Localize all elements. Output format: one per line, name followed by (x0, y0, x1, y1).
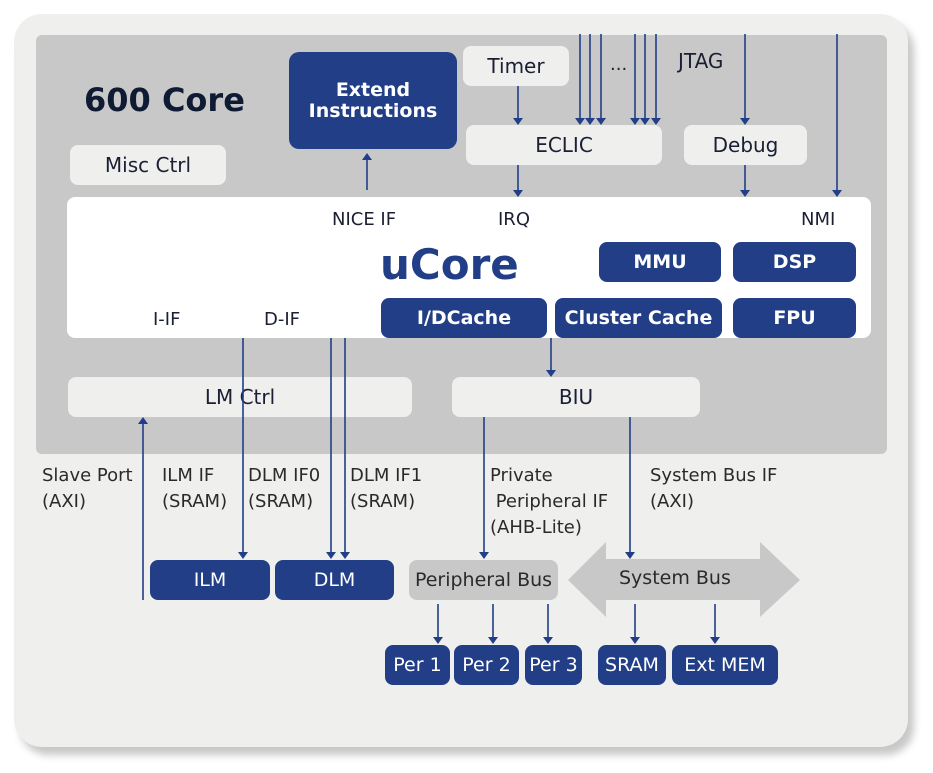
ucore-title: uCore (380, 240, 519, 289)
arrowhead (362, 153, 372, 160)
nice-if-label: NICE IF (332, 209, 397, 230)
arrowhead (596, 118, 606, 125)
arrowhead (513, 190, 523, 197)
i-if-label: I-IF (153, 309, 181, 330)
core-title: 600 Core (84, 81, 245, 119)
arrowhead (630, 118, 640, 125)
arrowhead (488, 637, 498, 644)
arrowhead (630, 637, 640, 644)
d-if-label: D-IF (264, 309, 301, 330)
dlm-block: DLM (275, 560, 394, 600)
private-peripheral-if-label: Private Peripheral IF (AHB-Lite) (490, 465, 609, 538)
extend-instructions-block: Extend Instructions (289, 52, 457, 149)
arrowhead (575, 118, 585, 125)
arrowhead (543, 637, 553, 644)
arrowhead (740, 118, 750, 125)
arrowhead (546, 370, 556, 377)
arrowhead (740, 190, 750, 197)
per3-block: Per 3 (525, 645, 582, 685)
dlm-if0-label: DLM IF0 (SRAM) (248, 465, 321, 512)
arrowhead (479, 552, 489, 559)
per1-block: Per 1 (385, 645, 450, 685)
arrowhead (238, 552, 248, 559)
biu-block: BIU (452, 377, 700, 417)
arrowhead (433, 637, 443, 644)
slave-port-label: Slave Port (AXI) (42, 465, 133, 512)
irq-label: IRQ (498, 209, 530, 230)
arrowhead (640, 118, 650, 125)
peripheral-bus-block: Peripheral Bus (409, 560, 558, 600)
timer-block: Timer (463, 46, 569, 86)
dlm-if1-label: DLM IF1 (SRAM) (350, 465, 423, 512)
arrowhead (138, 417, 148, 424)
ellipsis-label: ... (610, 54, 628, 75)
arrowhead (513, 118, 523, 125)
arrowhead (326, 552, 336, 559)
misc-ctrl-block: Misc Ctrl (70, 145, 226, 185)
nmi-label: NMI (801, 209, 836, 230)
debug-block: Debug (684, 125, 807, 165)
system-bus-if-label: System Bus IF (AXI) (650, 465, 778, 512)
system-bus-label: System Bus (619, 567, 731, 589)
arrowhead (585, 118, 595, 125)
arrowhead (832, 190, 842, 197)
sram-block: SRAM (598, 645, 666, 685)
ilm-block: ILM (150, 560, 270, 600)
fpu-block: FPU (733, 298, 856, 338)
per2-block: Per 2 (454, 645, 519, 685)
arrowhead (710, 637, 720, 644)
arrowhead (625, 552, 635, 559)
idcache-block: I/DCache (381, 298, 547, 338)
mmu-block: MMU (599, 242, 721, 282)
jtag-label: JTAG (678, 49, 724, 73)
eclic-block: ECLIC (466, 125, 662, 165)
dsp-block: DSP (733, 242, 856, 282)
arrowhead (651, 118, 661, 125)
cluster-cache-block: Cluster Cache (555, 298, 722, 338)
arrowhead (340, 552, 350, 559)
lm-ctrl-block: LM Ctrl (68, 377, 412, 417)
ilm-if-label: ILM IF (SRAM) (162, 465, 228, 512)
ext-mem-block: Ext MEM (672, 645, 778, 685)
